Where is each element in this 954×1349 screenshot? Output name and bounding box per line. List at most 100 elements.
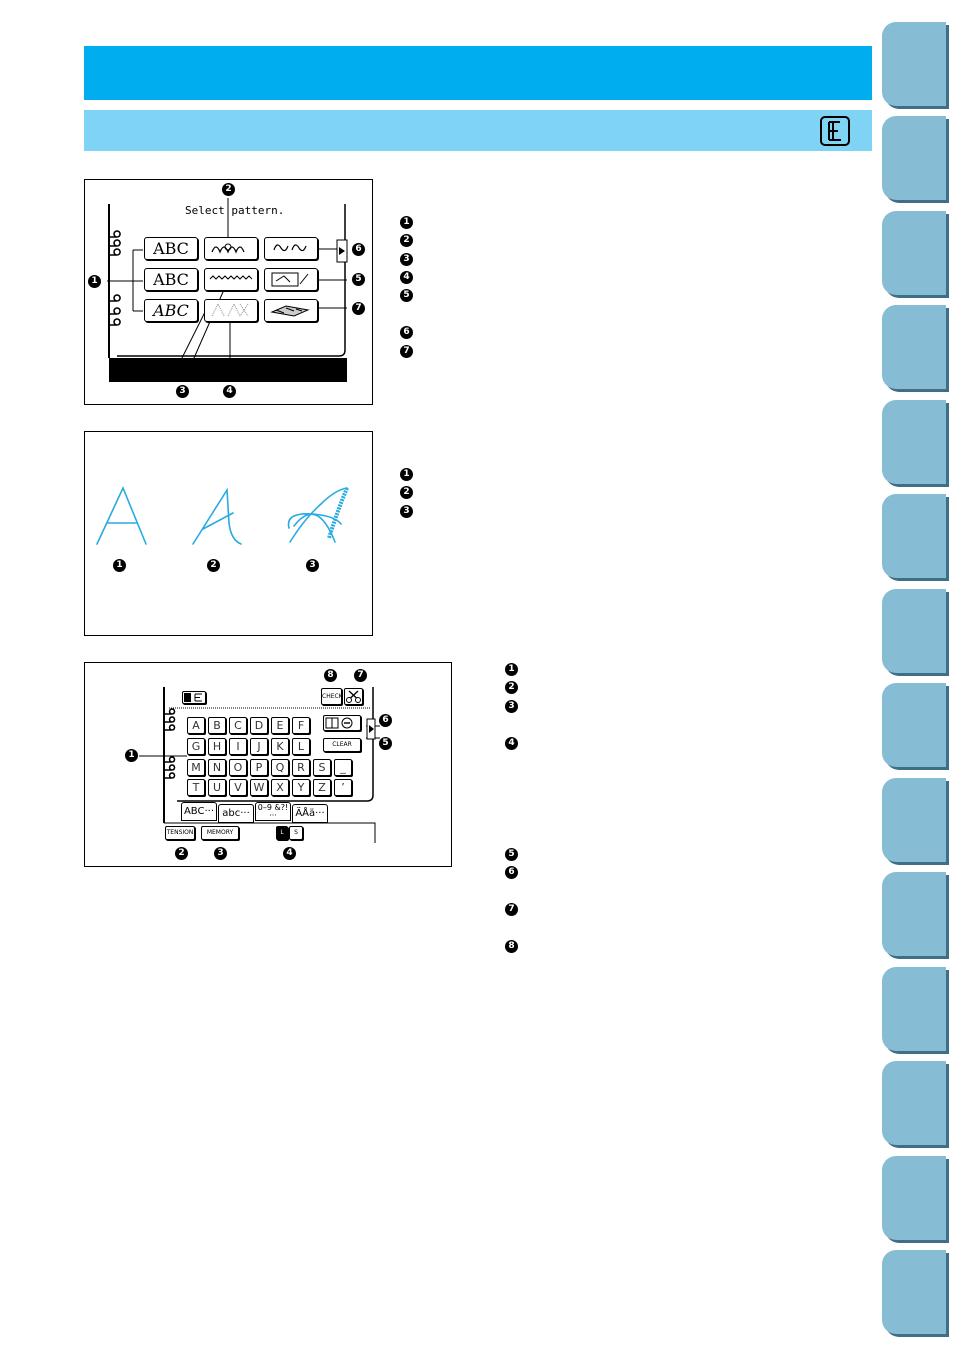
side-tab-7[interactable]: [882, 589, 946, 673]
key-h[interactable]: H: [208, 738, 226, 755]
legend-marker: 2: [505, 681, 518, 694]
tab-lowercase[interactable]: abc···: [218, 804, 254, 823]
key-s[interactable]: S: [313, 759, 331, 776]
key-c[interactable]: C: [229, 717, 247, 734]
pattern-button-zigzag[interactable]: [204, 268, 258, 291]
key-v[interactable]: V: [229, 779, 247, 796]
tension-button[interactable]: TENSION: [165, 826, 195, 840]
side-tab-2[interactable]: [882, 116, 946, 200]
legend-marker: 2: [400, 234, 413, 247]
size-small-button[interactable]: S: [289, 826, 303, 840]
pattern-button-sewing-card[interactable]: [264, 299, 318, 322]
callout-8: 8: [324, 669, 337, 682]
legend-marker: 5: [400, 289, 413, 302]
screen-title: Select pattern.: [185, 204, 285, 217]
memory-label: MEMORY: [206, 829, 234, 836]
legend-marker: 7: [505, 903, 518, 916]
key-a[interactable]: A: [187, 717, 205, 734]
side-tab-3[interactable]: [882, 211, 946, 295]
key-d[interactable]: D: [250, 717, 268, 734]
side-tab-9[interactable]: [882, 778, 946, 862]
callout-2: 2: [207, 559, 220, 572]
key-m[interactable]: M: [187, 759, 205, 776]
key-r[interactable]: R: [292, 759, 310, 776]
side-tab-1[interactable]: [882, 22, 946, 106]
key-z[interactable]: Z: [313, 779, 331, 796]
pattern-button-gothic[interactable]: ABC: [144, 237, 198, 260]
clear-button[interactable]: CLEAR: [323, 738, 361, 752]
callout-6: 6: [379, 714, 392, 727]
card-pattern-icon: [270, 305, 310, 317]
pattern-button-frame[interactable]: [204, 237, 258, 260]
scissors-icon: [346, 690, 361, 703]
pattern-button-floral[interactable]: [264, 237, 318, 260]
letter-style-samples: [96, 486, 349, 545]
letter-a-offset: [192, 487, 242, 545]
key-f[interactable]: F: [292, 717, 310, 734]
key-n[interactable]: N: [208, 759, 226, 776]
memory-button[interactable]: MEMORY: [201, 826, 239, 840]
thread-mode-icon: [182, 691, 206, 704]
side-tab-4[interactable]: [882, 305, 946, 389]
key-o[interactable]: O: [229, 759, 247, 776]
legend-marker: 1: [400, 468, 413, 481]
legend-marker: 3: [400, 253, 413, 266]
size-large-button[interactable]: L: [276, 826, 288, 840]
key-i[interactable]: I: [229, 738, 247, 755]
side-tab-5[interactable]: [882, 400, 946, 484]
legend-marker: 3: [400, 505, 413, 518]
callout-1: 1: [113, 559, 126, 572]
key-g[interactable]: G: [187, 738, 205, 755]
key-x[interactable]: X: [271, 779, 289, 796]
legend-marker: 8: [505, 940, 518, 953]
callout-4: 4: [283, 847, 296, 860]
check-button[interactable]: CHECK: [321, 688, 343, 705]
decorative-pattern-icon: [211, 243, 245, 254]
key-p[interactable]: P: [250, 759, 268, 776]
callout-6: 6: [352, 243, 365, 256]
figure-pattern-selection: Select pattern. ABC ABC ABC 2 1 6 5 7 3 …: [84, 179, 373, 405]
pattern-button-script-serif[interactable]: ABC: [144, 268, 198, 291]
side-tab-8[interactable]: [882, 683, 946, 767]
key-t[interactable]: T: [187, 779, 205, 796]
cut-button[interactable]: [344, 688, 363, 705]
legend-marker: 7: [400, 345, 413, 358]
side-tab-11[interactable]: [882, 967, 946, 1051]
embroidery-mode-icon: [820, 116, 850, 146]
pattern-button-cross-stitch[interactable]: [204, 299, 258, 322]
legend-marker: 6: [400, 326, 413, 339]
key-w[interactable]: W: [250, 779, 268, 796]
side-tab-12[interactable]: [882, 1061, 946, 1145]
edit-memory-button[interactable]: [323, 715, 361, 731]
tab-numbers-symbols[interactable]: 0–9 &?!···: [255, 802, 291, 821]
figure-letter-styles: 1 2 3: [84, 431, 373, 636]
callout-4: 4: [223, 385, 236, 398]
side-tab-6[interactable]: [882, 494, 946, 578]
tab-uppercase[interactable]: ABC···: [181, 802, 217, 821]
side-tab-14[interactable]: [882, 1250, 946, 1334]
callout-7: 7: [352, 302, 365, 315]
key-u[interactable]: U: [208, 779, 226, 796]
key-k[interactable]: K: [271, 738, 289, 755]
callout-5: 5: [352, 273, 365, 286]
key-underscore[interactable]: _: [334, 759, 352, 776]
side-tab-10[interactable]: [882, 872, 946, 956]
key-apostrophe[interactable]: ’: [334, 779, 352, 796]
key-j[interactable]: J: [250, 738, 268, 755]
key-e[interactable]: E: [271, 717, 289, 734]
key-q[interactable]: Q: [271, 759, 289, 776]
legend-marker: 6: [505, 866, 518, 879]
callout-1: 1: [88, 275, 101, 288]
section-header-bar: [84, 46, 872, 100]
key-b[interactable]: B: [208, 717, 226, 734]
callout-3: 3: [306, 559, 319, 572]
callout-7: 7: [354, 669, 367, 682]
key-l[interactable]: L: [292, 738, 310, 755]
legend-marker: 4: [400, 271, 413, 284]
pattern-button-script[interactable]: ABC: [144, 299, 198, 322]
key-y[interactable]: Y: [292, 779, 310, 796]
side-tab-13[interactable]: [882, 1156, 946, 1240]
letter-a-plain: [96, 486, 147, 545]
tab-accented[interactable]: ÄÅä···: [292, 804, 328, 823]
pattern-button-custom-frame[interactable]: [264, 268, 318, 291]
